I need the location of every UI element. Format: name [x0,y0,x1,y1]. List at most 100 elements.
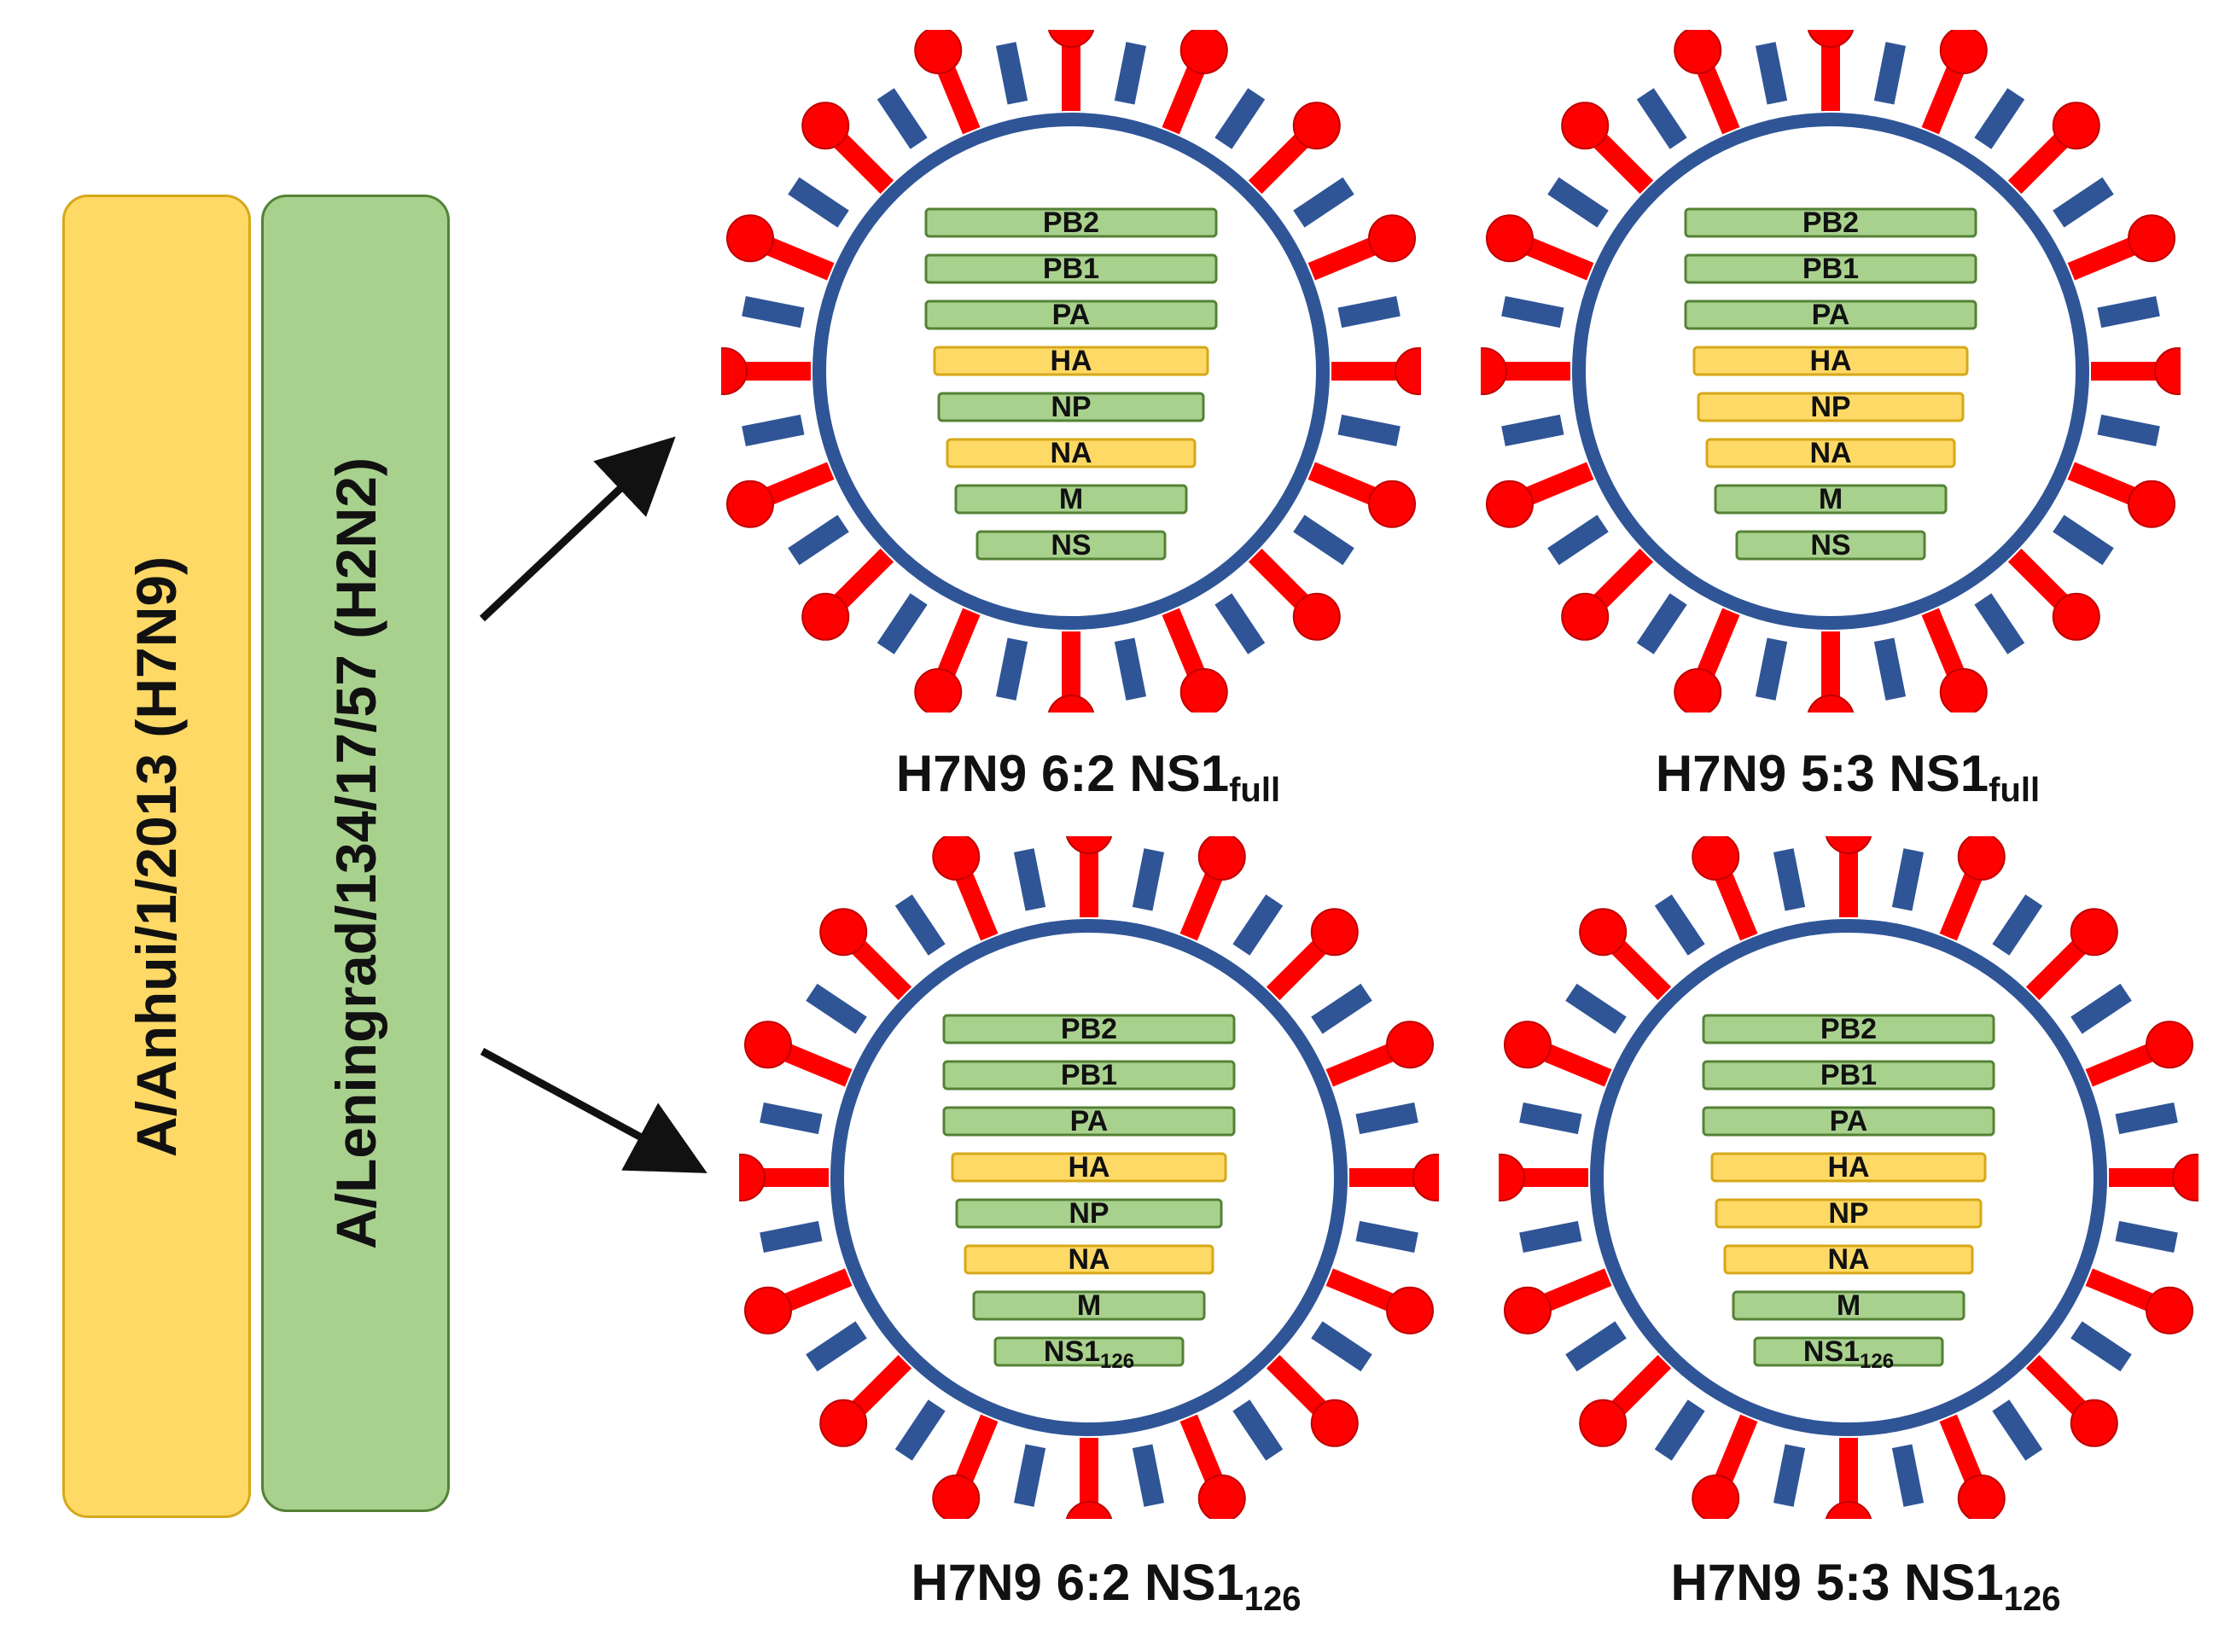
ha-spike [725,462,835,528]
na-spike [1501,414,1564,447]
na-spike [1214,88,1266,149]
segment-label: NA [1068,1243,1109,1276]
caption-main: H7N9 5:3 NS1 [1655,745,1989,802]
na-spike [995,637,1028,701]
na-spike [1311,1321,1372,1372]
na-spike [894,1399,946,1461]
segment-m: M [972,1289,1206,1322]
segment-label: PA [1830,1105,1868,1137]
na-spike [1337,414,1401,447]
segment-label: PA [1052,299,1091,331]
na-spike [1293,515,1354,566]
na-spike [2115,1102,2178,1135]
na-spike [1547,515,1609,566]
na-spike [2097,295,2160,329]
ha-spike [1047,30,1095,111]
ha-spike [721,347,811,395]
na-spike [1114,42,1147,105]
na-spike [760,1102,823,1135]
ha-spike [1807,631,1855,713]
ha-spike [1674,30,1740,135]
ha-spike [2085,1021,2194,1087]
na-spike [1773,1444,1806,1507]
ha-spike [1692,836,1758,941]
ha-spike [1825,1438,1872,1519]
ha-spike [1266,1354,1359,1447]
segment-pa: PA [1702,1105,1995,1137]
ha-spike [914,30,981,135]
na-spike [1501,295,1564,329]
ha-spike [1481,347,1570,395]
segment-label: PA [1812,299,1850,331]
na-spike [1992,894,2043,956]
ha-spike [1825,836,1872,917]
na-spike [2053,515,2114,566]
caption-main: H7N9 6:2 NS1 [895,745,1230,802]
arrow-to-bottom-row [480,1048,708,1173]
na-spike [1132,1444,1165,1507]
ha-spike [1807,30,1855,111]
segment-label: NP [1069,1197,1109,1230]
na-spike [1654,894,1705,956]
na-spike [1773,848,1806,911]
na-spike [788,177,849,228]
caption-main: H7N9 5:3 NS1 [1670,1554,2004,1611]
na-spike [806,1321,867,1372]
na-spike [1974,593,2025,654]
ha-spike [1065,836,1113,917]
ha-spike [2109,1154,2198,1201]
ha-spike [1503,1021,1612,1087]
ha-spike [914,608,981,713]
segment-ns1: NS1126 [993,1335,1185,1373]
na-spike [1891,1444,1925,1507]
segment-label: NA [1050,437,1092,469]
segment-pb2: PB2 [942,1013,1236,1045]
caption-subscript: full [1229,771,1281,809]
ha-spike [1692,1414,1758,1519]
na-spike [1755,637,1788,701]
segment-ha: HA [1692,345,1969,377]
na-spike [1132,848,1165,911]
ha-spike [1503,1268,1612,1335]
caption-5-3-ns1-full: H7N9 5:3 NS1full [1506,744,2189,807]
ha-spike [932,836,999,941]
na-spike [2070,1321,2132,1372]
segment-pa: PA [1684,299,1977,331]
segment-pb1: PB1 [1684,253,1977,285]
ha-spike [1162,608,1228,713]
segment-label: PB1 [1043,253,1099,285]
segment-label: HA [1827,1151,1869,1184]
segment-m: M [1732,1289,1965,1322]
segment-ha: HA [933,345,1209,377]
na-spike [894,894,946,956]
ha-spike [1561,102,1654,195]
segment-m: M [954,483,1188,515]
ha-spike [2067,462,2176,528]
ha-spike [932,1414,999,1519]
segment-label: PA [1070,1105,1109,1137]
segment-label: NS [1051,529,1091,561]
na-spike [788,515,849,566]
na-spike [876,593,928,654]
ha-spike [2025,1354,2118,1447]
segment-label: PB2 [1820,1013,1877,1045]
segment-pa: PA [942,1105,1236,1137]
na-spike [1873,637,1907,701]
segment-pb2: PB2 [1702,1013,1995,1045]
na-spike [876,88,928,149]
segment-label: PB2 [1043,206,1099,239]
segment-np: NP [955,1197,1223,1230]
na-spike [806,983,867,1034]
strain-bar-leningrad: A/Leningrad/134/17/57 (H2N2) [261,195,450,1512]
na-spike [1013,848,1046,911]
ha-spike [1047,631,1095,713]
segment-np: NP [1715,1197,1983,1230]
ha-spike [1499,1154,1588,1201]
na-spike [742,414,805,447]
ha-spike [1579,1354,1672,1447]
segment-ha: HA [1710,1151,1987,1184]
na-spike [1974,88,2025,149]
